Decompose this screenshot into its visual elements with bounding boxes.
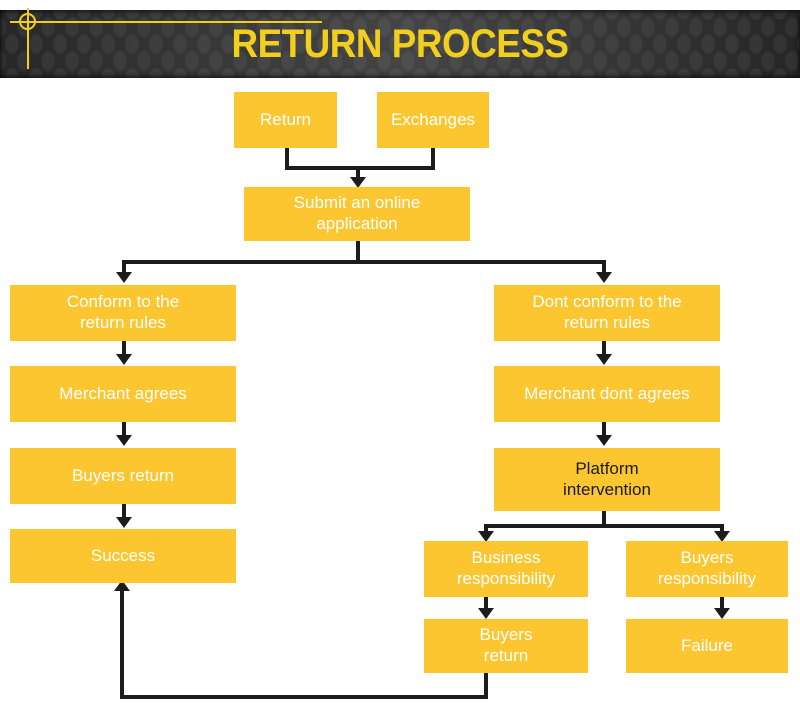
connector-merge-to-submit <box>356 166 360 183</box>
connector-merchant-agrees-to-buyers-return <box>122 422 126 442</box>
node-failure[interactable]: Failure <box>626 619 788 673</box>
node-conform-to-return-rules[interactable]: Conform to the return rules <box>10 285 236 341</box>
decorative-horizontal-rule <box>10 21 322 23</box>
arrow-into-conform <box>116 272 132 283</box>
connector-platform-split-bar <box>484 524 724 528</box>
arrow-into-dont-conform <box>596 272 612 283</box>
node-exchanges[interactable]: Exchanges <box>377 92 489 148</box>
connector-submit-down <box>356 241 360 264</box>
connector-buyers-return-to-success <box>122 504 126 524</box>
connector-feedback-down <box>484 673 488 699</box>
page-title: RETURN PROCESS <box>231 22 569 66</box>
arrow-into-buyers-responsibility <box>714 531 730 542</box>
node-merchant-agrees[interactable]: Merchant agrees <box>10 366 236 422</box>
arrow-into-failure <box>714 608 730 619</box>
connector-split-left-down <box>122 260 126 277</box>
connector-return-down <box>285 148 289 170</box>
node-platform-intervention[interactable]: Platform intervention <box>494 448 720 511</box>
node-dont-conform-to-return-rules[interactable]: Dont conform to the return rules <box>494 285 720 341</box>
connector-exchanges-down <box>431 148 435 170</box>
decorative-crosshair-circle-icon <box>19 13 36 30</box>
arrow-into-submit <box>350 177 366 188</box>
node-buyers-responsibility[interactable]: Buyers responsibility <box>626 541 788 597</box>
connector-merge-bar <box>285 166 435 170</box>
connector-platform-split-left-down <box>484 524 488 536</box>
decorative-vertical-rule <box>27 8 29 69</box>
arrow-into-buyers-return-left <box>116 435 132 446</box>
connector-platform-down <box>602 511 606 528</box>
connector-business-to-buyers-return-right <box>484 597 488 611</box>
arrow-into-business-responsibility <box>478 531 494 542</box>
connector-feedback-up <box>120 591 124 696</box>
connector-buyers-responsibility-to-failure <box>720 597 724 611</box>
arrow-into-merchant-agrees <box>116 354 132 365</box>
node-return[interactable]: Return <box>234 92 337 148</box>
node-success[interactable]: Success <box>10 529 236 583</box>
arrow-into-success <box>116 517 132 528</box>
connector-feedback-horizontal <box>120 695 488 699</box>
arrow-feedback-into-success <box>114 580 130 591</box>
arrow-into-buyers-return-right <box>478 608 494 619</box>
node-submit-application[interactable]: Submit an online application <box>244 187 470 241</box>
node-buyers-return-left[interactable]: Buyers return <box>10 448 236 504</box>
connector-split-right-down <box>602 260 606 277</box>
arrow-into-merchant-dont-agrees <box>596 354 612 365</box>
arrow-into-platform-intervention <box>596 435 612 446</box>
node-buyers-return-right[interactable]: Buyers return <box>424 619 588 673</box>
connector-platform-split-right-down <box>720 524 724 536</box>
connector-split-bar <box>122 260 606 264</box>
connector-merchant-dont-agrees-to-platform <box>602 422 606 442</box>
connector-conform-to-merchant-agrees <box>122 341 126 361</box>
node-merchant-dont-agrees[interactable]: Merchant dont agrees <box>494 366 720 422</box>
node-business-responsibility[interactable]: Business responsibility <box>424 541 588 597</box>
connector-dont-conform-to-merchant-dont-agrees <box>602 341 606 361</box>
